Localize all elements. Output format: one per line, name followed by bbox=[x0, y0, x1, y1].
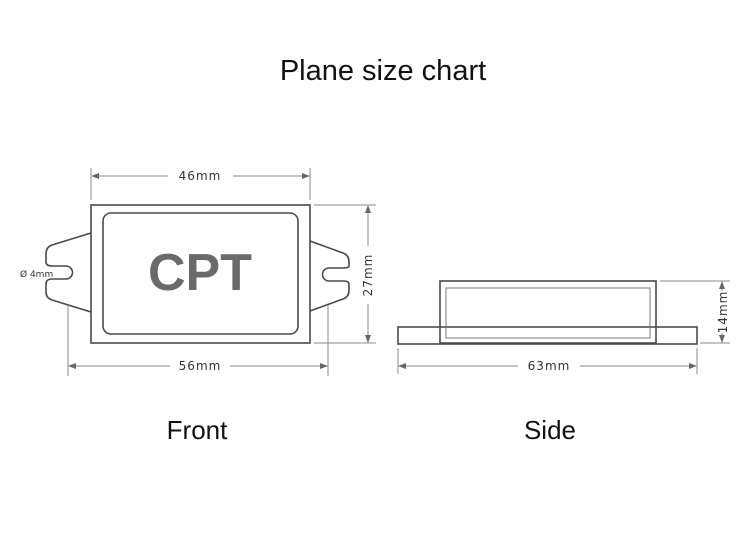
dimension-side-width: 63mm bbox=[528, 359, 571, 373]
dimension-front-width-bottom: 56mm bbox=[179, 359, 222, 373]
side-body-inner bbox=[445, 287, 651, 339]
dimension-side-height: 14mm bbox=[716, 291, 730, 334]
side-view-label: Side bbox=[524, 415, 576, 445]
front-body-panel bbox=[102, 212, 299, 335]
dimension-front-height: 27mm bbox=[361, 254, 375, 297]
side-view: 14mm 63mm bbox=[397, 280, 730, 374]
page-title: Plane size chart bbox=[280, 55, 486, 87]
side-base-flange bbox=[397, 326, 698, 345]
front-left-mounting-ear bbox=[45, 232, 92, 313]
dimension-front-width-top: 46mm bbox=[179, 169, 222, 183]
dimension-hole-diameter: Ø 4mm bbox=[20, 269, 53, 280]
front-body-outer bbox=[90, 204, 311, 344]
cpt-logo: CPT bbox=[148, 244, 252, 302]
front-view: CPT 46mm 56mm 27mm Ø 4mm bbox=[20, 168, 376, 376]
front-right-mounting-ear bbox=[309, 240, 350, 312]
front-view-label: Front bbox=[167, 415, 228, 445]
side-body-outer bbox=[439, 280, 657, 344]
